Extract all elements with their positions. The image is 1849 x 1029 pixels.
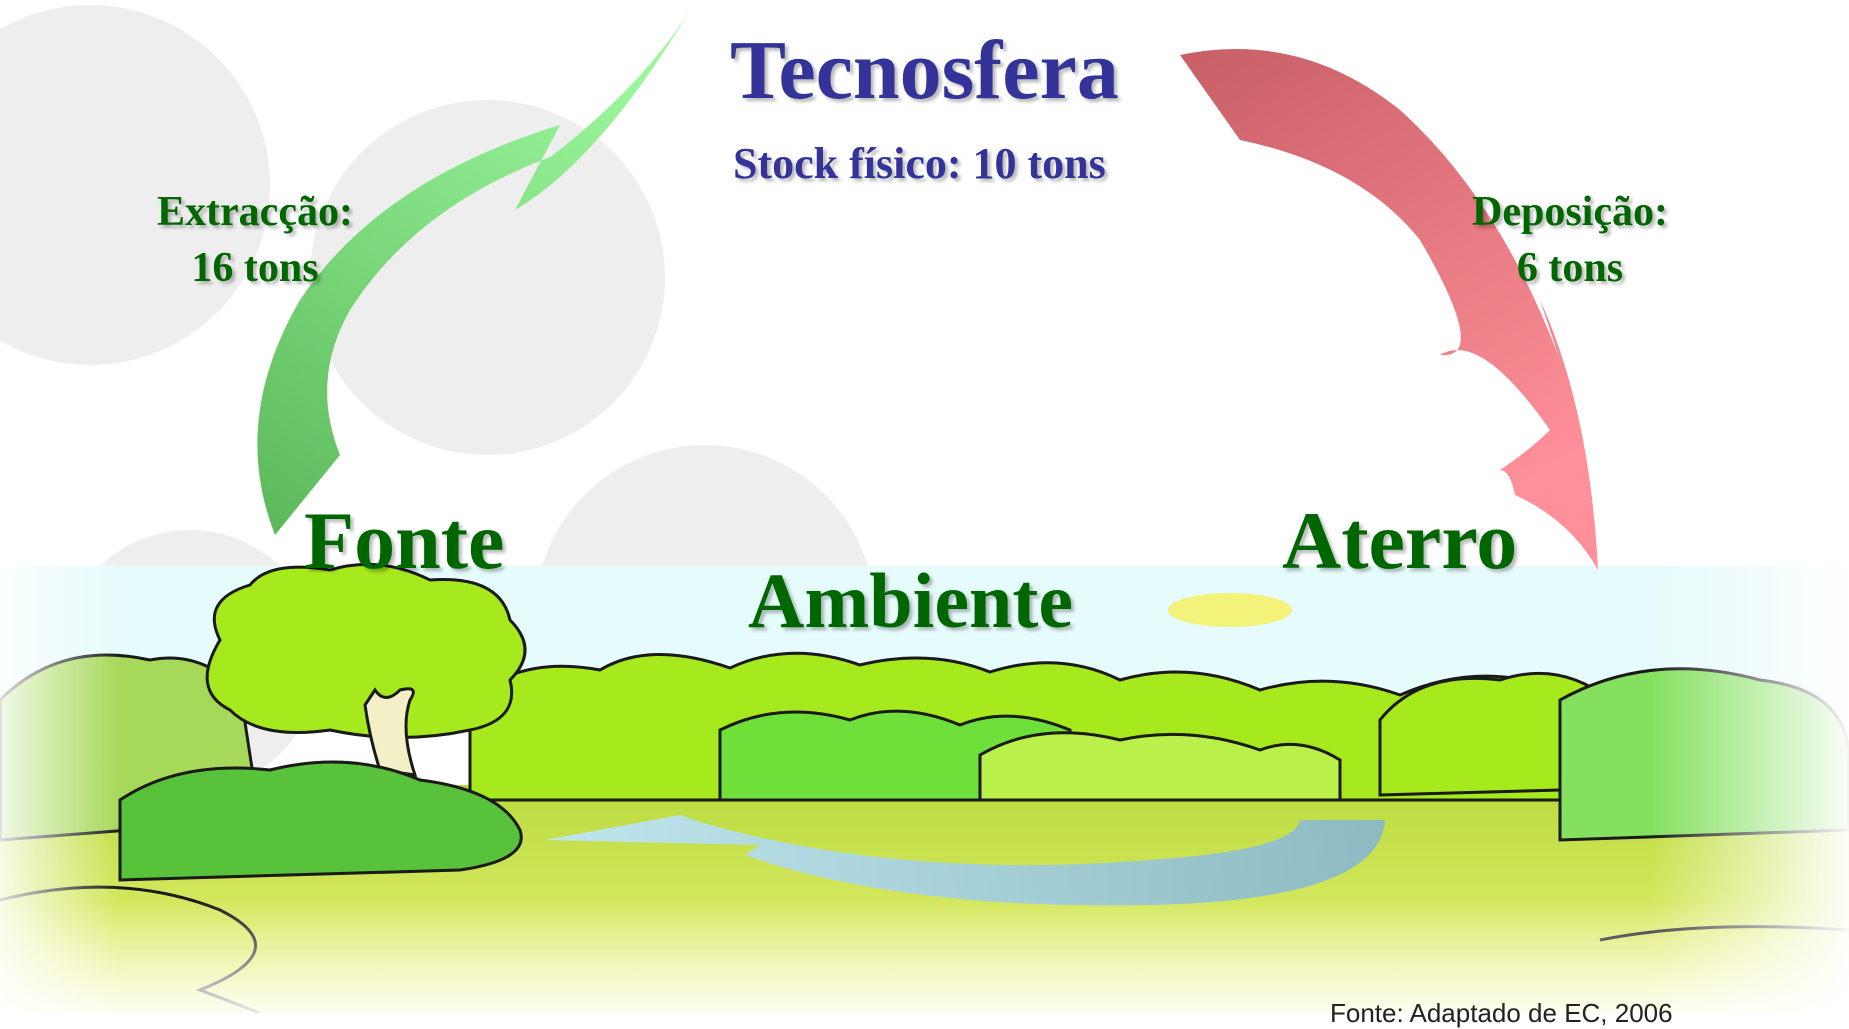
extraction-label: Extracção: 16 tons [120, 184, 390, 296]
bush-row [978, 731, 1342, 802]
extraction-title: Extracção: [157, 189, 353, 235]
source-node-label: Fonte [304, 495, 505, 586]
technosphere-title: Tecnosfera [730, 24, 1119, 117]
bush-front [118, 760, 523, 882]
tree-trunk [363, 687, 418, 777]
landfill-node-label: Aterro [1282, 495, 1518, 586]
environment-node-label: Ambiente [748, 557, 1073, 644]
source-note: Fonte: Adaptado de EC, 2006 [1330, 998, 1673, 1028]
material-cycle-arrow [545, 815, 1385, 906]
physical-stock-label: Stock físico: 10 tons [733, 139, 1106, 188]
deposition-arrow [1180, 49, 1598, 571]
extraction-arrow [257, 10, 690, 535]
deposition-label: Deposição: 6 tons [1430, 184, 1710, 296]
deposition-value: 6 tons [1516, 245, 1624, 291]
deposition-title: Deposição: [1472, 189, 1668, 235]
extraction-value: 16 tons [191, 245, 319, 291]
tree-left [205, 562, 527, 739]
sun [1168, 593, 1292, 627]
